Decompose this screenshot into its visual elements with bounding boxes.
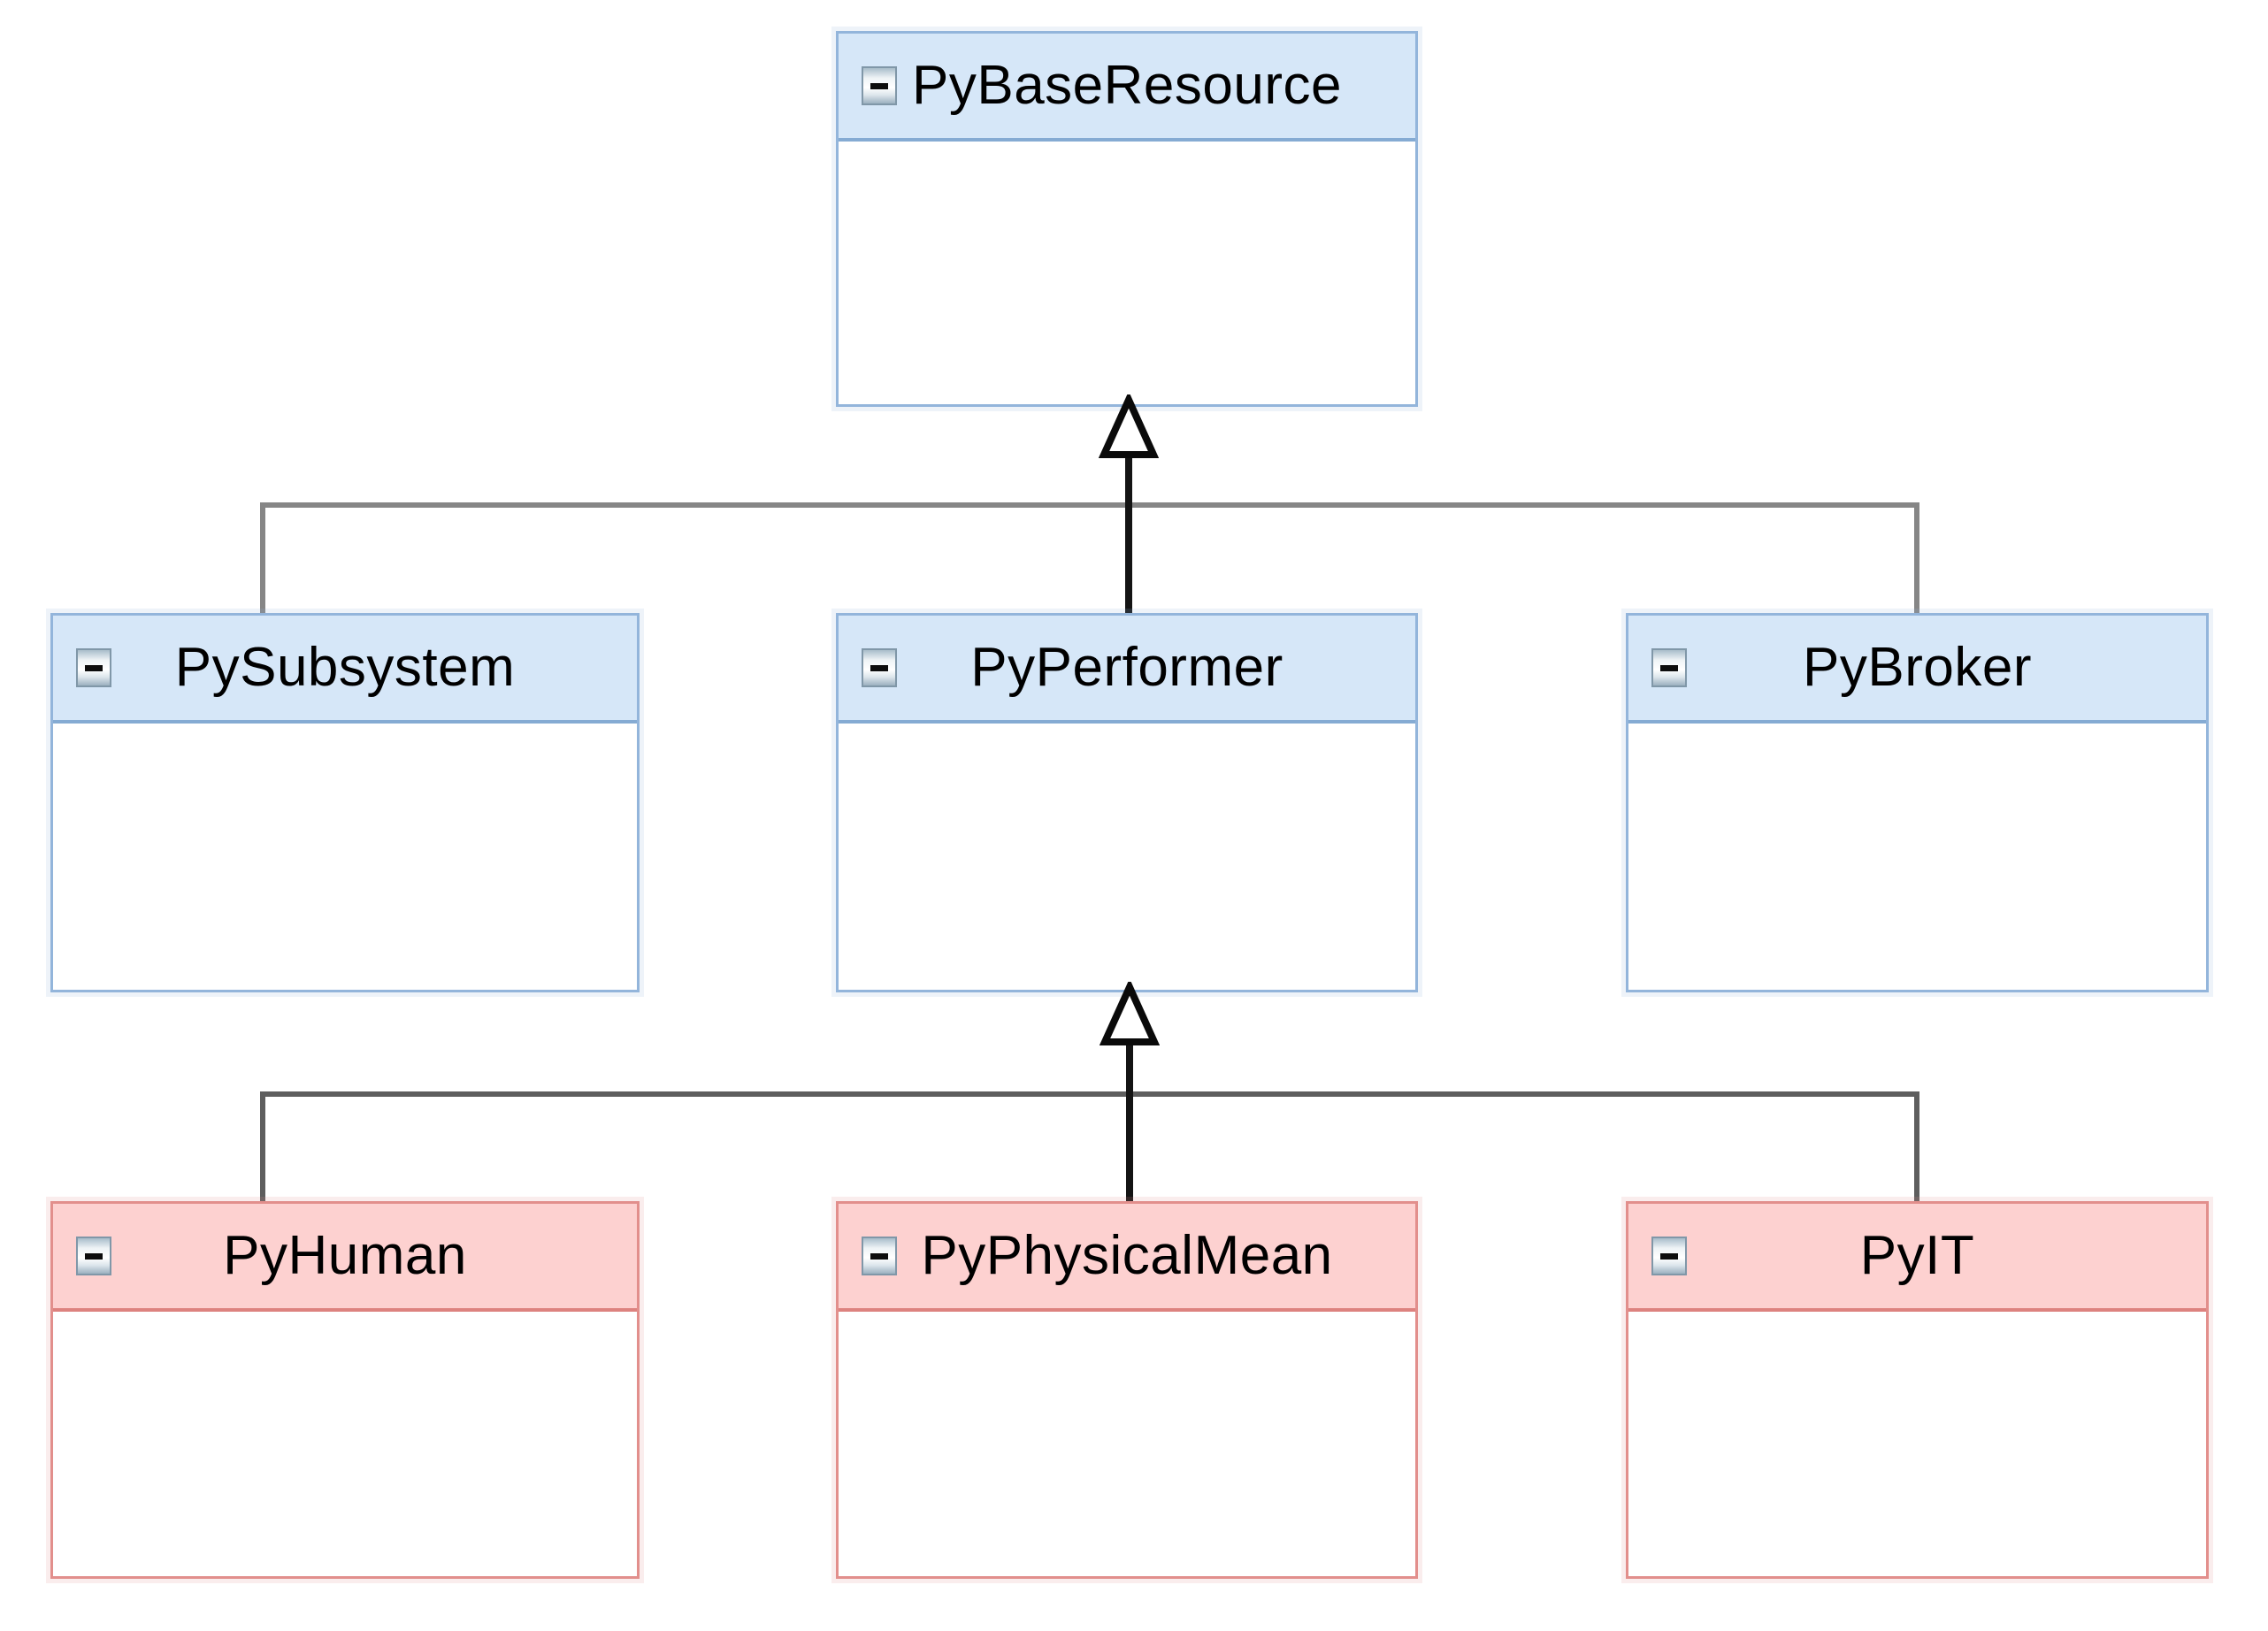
class-name-label: PyHuman [223, 1225, 467, 1286]
minus-glyph [870, 664, 888, 671]
class-box-pyhuman[interactable]: PyHuman [50, 1201, 640, 1579]
collapse-minus-icon[interactable] [76, 1237, 111, 1275]
collapse-minus-icon[interactable] [76, 648, 111, 687]
class-box-pyperformer[interactable]: PyPerformer [836, 613, 1418, 992]
class-body-empty [839, 142, 1415, 404]
class-body-empty [839, 724, 1415, 990]
class-box-pysubsystem[interactable]: PySubsystem [50, 613, 640, 992]
edge-drop-pysubsystem [260, 502, 265, 613]
minus-glyph [870, 1252, 888, 1260]
class-body-empty [1628, 1312, 2206, 1576]
generalization-arrowhead-upper [1099, 394, 1159, 458]
generalization-arrowhead-lower [1100, 982, 1160, 1045]
collapse-minus-icon[interactable] [1651, 648, 1687, 687]
class-header: PyIT [1628, 1204, 2206, 1312]
class-name-label: PyPerformer [970, 637, 1283, 698]
class-name-label: PyIT [1859, 1225, 1975, 1286]
collapse-minus-icon[interactable] [1651, 1237, 1687, 1275]
class-box-pybaseresource[interactable]: PyBaseResource [836, 31, 1418, 407]
edge-drop-pybroker [1914, 502, 1919, 613]
class-name-label: PyBaseResource [911, 55, 1343, 116]
edge-trunk-pyphysicalmean-to-pyperformer [1126, 1044, 1133, 1201]
edge-trunk-pyperformer-to-pybaseresource [1125, 455, 1132, 613]
class-box-pyphysicalmean[interactable]: PyPhysicalMean [836, 1201, 1418, 1579]
class-name-label: PySubsystem [174, 637, 516, 698]
edge-drop-pyit [1914, 1091, 1919, 1201]
collapse-minus-icon[interactable] [862, 66, 897, 105]
minus-glyph [1660, 664, 1678, 671]
class-header: PyPhysicalMean [839, 1204, 1415, 1312]
class-header: PyHuman [53, 1204, 637, 1312]
class-header: PyBroker [1628, 616, 2206, 724]
class-box-pybroker[interactable]: PyBroker [1626, 613, 2209, 992]
class-header: PyBaseResource [839, 34, 1415, 142]
collapse-minus-icon[interactable] [862, 1237, 897, 1275]
edge-horizontal-upper [263, 502, 1917, 508]
class-box-pyit[interactable]: PyIT [1626, 1201, 2209, 1579]
minus-glyph [1660, 1252, 1678, 1260]
minus-glyph [85, 664, 103, 671]
edge-horizontal-lower [263, 1091, 1917, 1097]
minus-glyph [870, 82, 888, 89]
class-name-label: PyPhysicalMean [921, 1225, 1333, 1286]
class-body-empty [839, 1312, 1415, 1576]
collapse-minus-icon[interactable] [862, 648, 897, 687]
class-header: PyPerformer [839, 616, 1415, 724]
edge-drop-pyhuman [260, 1091, 265, 1201]
minus-glyph [85, 1252, 103, 1260]
class-name-label: PyBroker [1803, 637, 2032, 698]
class-header: PySubsystem [53, 616, 637, 724]
class-body-empty [53, 1312, 637, 1576]
class-body-empty [53, 724, 637, 990]
class-body-empty [1628, 724, 2206, 990]
